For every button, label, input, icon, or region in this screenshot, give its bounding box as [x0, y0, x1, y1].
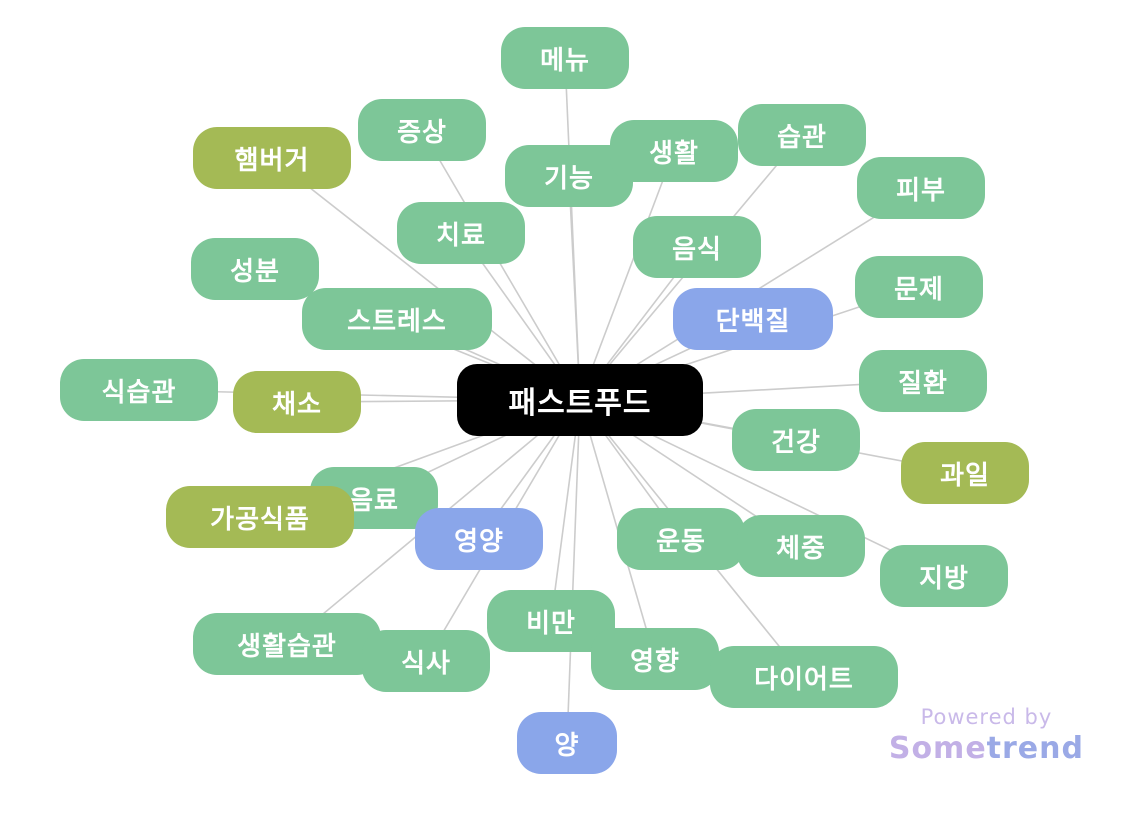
keyword-node[interactable]: 운동: [617, 508, 745, 570]
keyword-node[interactable]: 햄버거: [193, 127, 351, 189]
brand-logo: Sometrend: [889, 731, 1084, 766]
keyword-node[interactable]: 영양: [415, 508, 543, 570]
powered-by-text: Powered by: [920, 705, 1053, 729]
link-line: [421, 129, 581, 401]
keyword-node[interactable]: 문제: [855, 256, 983, 318]
brand-name-part-2: trend: [986, 731, 1084, 766]
center-node[interactable]: 패스트푸드: [457, 364, 703, 436]
keyword-node[interactable]: 피부: [857, 157, 985, 219]
keyword-node[interactable]: 기능: [505, 145, 633, 207]
keyword-node[interactable]: 생활: [610, 120, 738, 182]
keyword-node[interactable]: 성분: [191, 238, 319, 300]
keyword-node[interactable]: 과일: [901, 442, 1029, 504]
keyword-node[interactable]: 식습관: [60, 359, 218, 421]
link-line: [550, 399, 581, 622]
keyword-node[interactable]: 채소: [233, 371, 361, 433]
keyword-node[interactable]: 증상: [358, 99, 486, 161]
keyword-node[interactable]: 가공식품: [166, 486, 354, 548]
keyword-node[interactable]: 메뉴: [501, 27, 629, 89]
keyword-node[interactable]: 지방: [880, 545, 1008, 607]
keyword-node[interactable]: 스트레스: [302, 288, 492, 350]
keyword-node[interactable]: 식사: [362, 630, 490, 692]
link-line: [271, 157, 581, 401]
keyword-node[interactable]: 체중: [737, 515, 865, 577]
keyword-node[interactable]: 건강: [732, 409, 860, 471]
keyword-node[interactable]: 양: [517, 712, 617, 774]
keyword-node[interactable]: 음식: [633, 216, 761, 278]
keyword-node[interactable]: 영향: [591, 628, 719, 690]
keyword-node[interactable]: 비만: [487, 590, 615, 652]
keyword-node[interactable]: 치료: [397, 202, 525, 264]
brand-watermark: Powered by Sometrend: [889, 705, 1084, 766]
keyword-node[interactable]: 습관: [738, 104, 866, 166]
link-line: [579, 150, 675, 401]
keyword-node[interactable]: 생활습관: [193, 613, 381, 675]
keyword-node[interactable]: 단백질: [673, 288, 833, 350]
link-line: [566, 399, 581, 744]
brand-name-part-1: Some: [888, 731, 987, 766]
keyword-node[interactable]: 다이어트: [710, 646, 898, 708]
link-line: [568, 175, 581, 401]
keyword-node[interactable]: 질환: [859, 350, 987, 412]
